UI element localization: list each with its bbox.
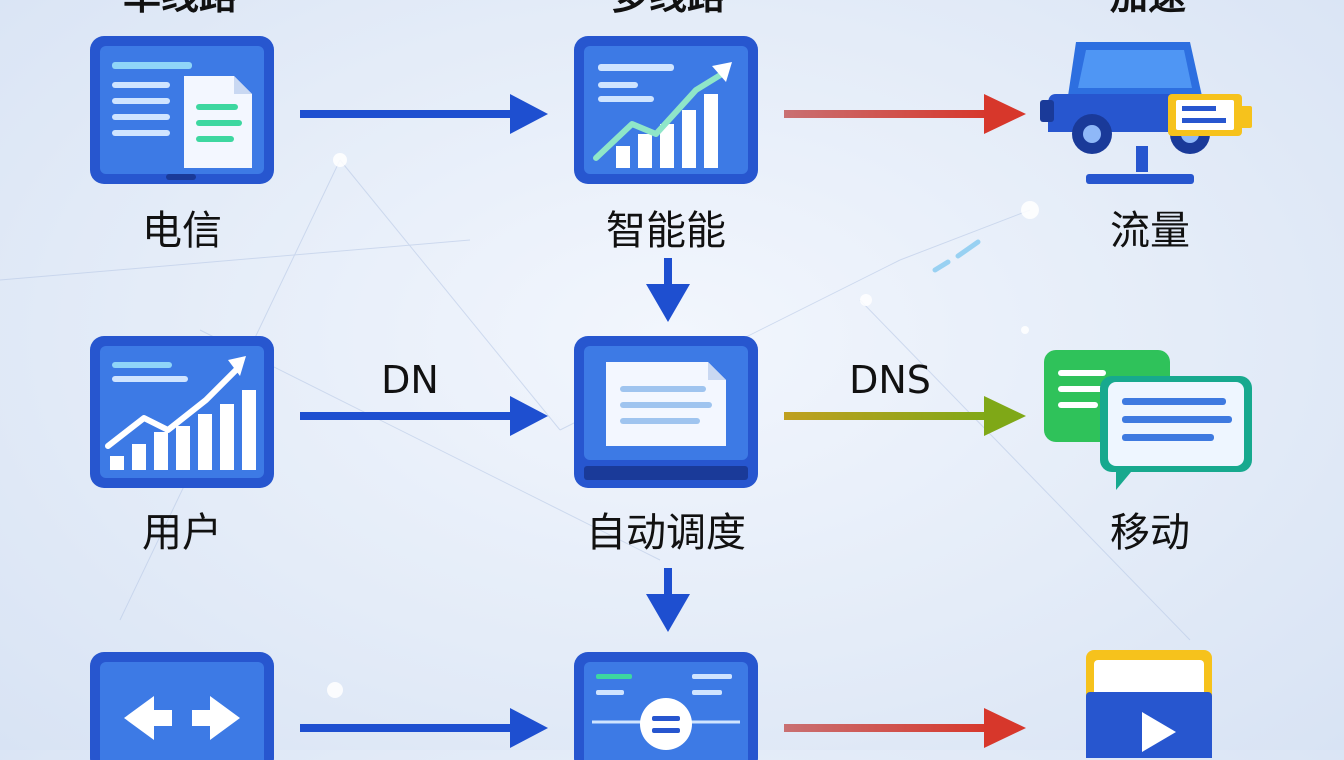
arrow-row3-right [784,708,1026,748]
label-mobile: 移动 [1110,510,1190,556]
edge-label-dn: DN [381,358,439,402]
growth-chart-tile-icon [574,36,758,184]
arrow-auto-down-to-row3 [646,568,690,632]
car-icon [1040,42,1252,184]
arrow-telecom-to-smart [300,94,548,134]
chat-bubbles-icon [1044,350,1252,490]
arrow-smart-to-traffic [784,94,1026,134]
media-player-icon [1086,650,1212,758]
rising-chart-tile-icon [90,336,274,488]
arrow-smart-down-to-auto [646,258,690,322]
label-smart: 智能能 [606,208,726,254]
label-auto-dispatch: 自动调度 [586,510,746,556]
edge-label-dns: DNS [849,358,931,402]
swap-arrows-tile-icon [90,652,274,760]
label-telecom: 电信 [142,208,222,254]
document-tile-icon [90,36,274,184]
label-user: 用户 [142,510,222,556]
header-single-line: 单线路 [60,0,300,18]
header-multi-line: 多线路 [548,0,788,18]
header-acceleration: 加速 [1028,0,1268,18]
arrow-auto-to-mobile [784,396,1026,436]
processing-tile-icon [574,652,758,760]
monitor-document-icon [574,336,758,488]
arrow-row3-left [300,708,548,748]
label-traffic: 流量 [1110,208,1190,254]
arrow-user-to-auto [300,396,548,436]
